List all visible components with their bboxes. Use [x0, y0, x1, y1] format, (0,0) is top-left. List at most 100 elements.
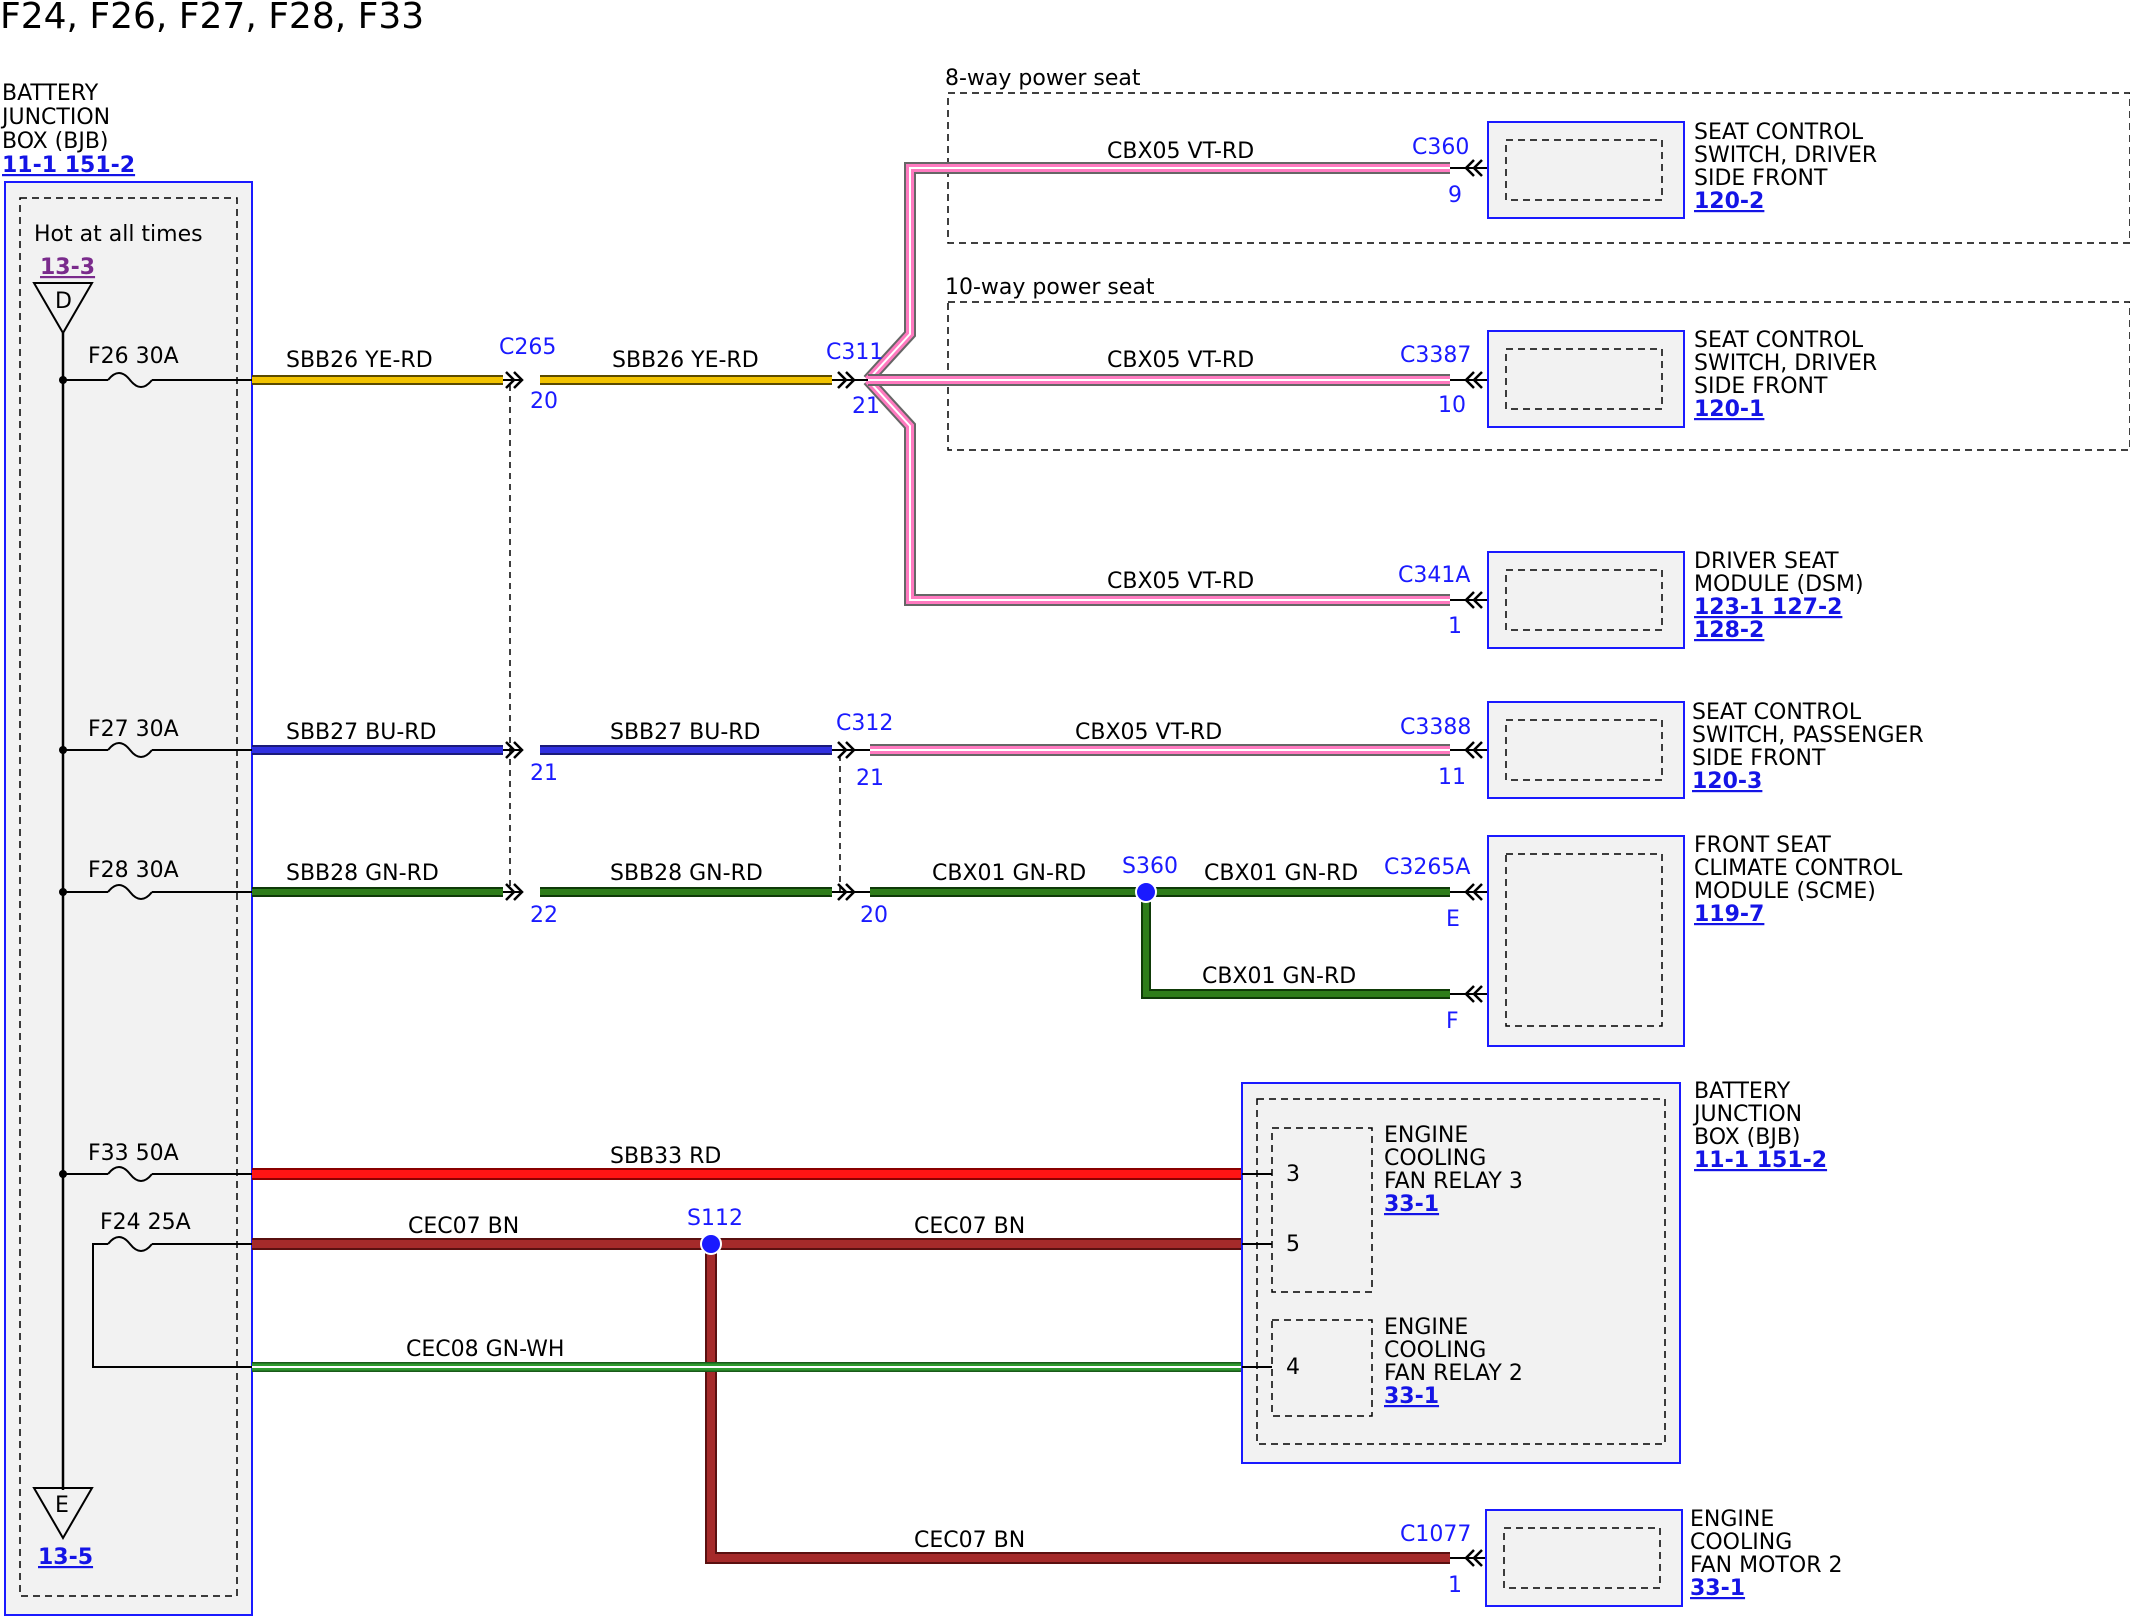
wire-label: CBX05 VT-RD	[1107, 348, 1254, 373]
bjb-name-2: JUNCTION	[0, 105, 110, 130]
wire-label: SBB27 BU-RD	[286, 720, 437, 745]
component-label: SIDE FRONT	[1692, 746, 1826, 771]
component-label: FRONT SEAT	[1694, 833, 1831, 858]
wire-label: CBX05 VT-RD	[1107, 139, 1254, 164]
bjb-ref[interactable]: 11-1 151-2	[2, 153, 135, 178]
wire-cbx01	[870, 887, 1450, 999]
fuse-icon	[107, 1166, 153, 1182]
component-label: SIDE FRONT	[1694, 166, 1828, 191]
bjb-inner-box	[19, 197, 238, 1597]
connector-c3265a: C3265A	[1384, 855, 1470, 880]
wire-label: CBX05 VT-RD	[1107, 569, 1254, 594]
component-label: SWITCH, DRIVER	[1694, 351, 1877, 376]
component-label: CLIMATE CONTROL	[1694, 856, 1903, 881]
component-ref[interactable]: 128-2	[1694, 618, 1764, 643]
fuse-f28: F28 30A	[88, 858, 179, 883]
component-label: SWITCH, PASSENGER	[1692, 723, 1924, 748]
pin: 11	[1438, 765, 1466, 790]
wire-label: SBB28 GN-RD	[286, 861, 439, 886]
wire-label: CBX01 GN-RD	[1204, 861, 1358, 886]
component-ref[interactable]: 33-1	[1690, 1576, 1745, 1601]
component-label: BOX (BJB)	[1694, 1125, 1801, 1150]
component-label: BATTERY	[1694, 1079, 1791, 1104]
component-label: MODULE (SCME)	[1694, 879, 1876, 904]
component-label: SEAT CONTROL	[1692, 700, 1862, 725]
splice-label-s360: S360	[1122, 854, 1178, 879]
component-box	[1487, 330, 1685, 428]
bjb-box	[4, 181, 253, 1616]
connector-c341a: C341A	[1398, 563, 1470, 588]
connector-c360: C360	[1412, 135, 1469, 160]
component-ref[interactable]: 120-1	[1694, 397, 1764, 422]
component-label: COOLING	[1690, 1530, 1792, 1555]
fuse-f33: F33 50A	[88, 1141, 179, 1166]
pin: 1	[1448, 1573, 1462, 1598]
option-8way: 8-way power seat	[945, 66, 1141, 91]
component-ref[interactable]: 123-1 127-2	[1694, 595, 1842, 620]
pin: 21	[530, 761, 558, 786]
option-8way-box	[947, 92, 2130, 244]
component-box	[1485, 1509, 1683, 1607]
component-ref[interactable]: 33-1	[1384, 1384, 1439, 1409]
pin: 9	[1448, 183, 1462, 208]
component-label: COOLING	[1384, 1146, 1486, 1171]
pin: 20	[860, 903, 888, 928]
component-label: ENGINE	[1384, 1123, 1468, 1148]
pin: 5	[1286, 1232, 1300, 1257]
component-label: SEAT CONTROL	[1694, 120, 1864, 145]
connector-c1077: C1077	[1400, 1522, 1471, 1547]
component-ref[interactable]: 120-3	[1692, 769, 1762, 794]
hot-label: Hot at all times	[34, 222, 203, 247]
component-box	[1241, 1082, 1681, 1464]
wire-label: SBB26 YE-RD	[286, 348, 433, 373]
component-label: SIDE FRONT	[1694, 374, 1828, 399]
component-ref[interactable]: 119-7	[1694, 902, 1764, 927]
splice-s112	[700, 1233, 722, 1255]
wire-label: CBX01 GN-RD	[1202, 964, 1356, 989]
component-label: COOLING	[1384, 1338, 1486, 1363]
hot-ref[interactable]: 13-3	[40, 255, 95, 280]
component-box	[1487, 551, 1685, 649]
pin: 10	[1438, 393, 1466, 418]
wire-cbx05-branch	[863, 162, 1450, 606]
component-label: FAN MOTOR 2	[1690, 1553, 1842, 1578]
pin: 22	[530, 903, 558, 928]
wire-label: CEC08 GN-WH	[406, 1337, 564, 1362]
tag-e-icon	[32, 1487, 94, 1540]
pin: 1	[1448, 614, 1462, 639]
component-label: DRIVER SEAT	[1694, 549, 1839, 574]
option-10way: 10-way power seat	[945, 275, 1155, 300]
wire-label: SBB26 YE-RD	[612, 348, 759, 373]
pin: 21	[852, 394, 880, 419]
component-label: FAN RELAY 3	[1384, 1169, 1523, 1194]
wire-label: SBB27 BU-RD	[610, 720, 761, 745]
fuse-icon	[107, 372, 153, 388]
relay3-box	[1271, 1127, 1373, 1293]
component-ref[interactable]: 120-2	[1694, 189, 1764, 214]
component-label: FAN RELAY 2	[1384, 1361, 1523, 1386]
wire-label: CBX01 GN-RD	[932, 861, 1086, 886]
component-label: JUNCTION	[1692, 1102, 1802, 1127]
fuse-f26: F26 30A	[88, 344, 179, 369]
component-ref[interactable]: 11-1 151-2	[1694, 1148, 1827, 1173]
pin: F	[1446, 1009, 1459, 1034]
connector-c311: C311	[826, 340, 883, 365]
fuse-icon	[107, 742, 153, 758]
bjb-name-3: BOX (BJB)	[2, 129, 109, 154]
tag-d: D	[55, 289, 72, 314]
wire-label: CEC07 BN	[408, 1214, 519, 1239]
bjb-name-1: BATTERY	[2, 81, 99, 106]
component-ref[interactable]: 33-1	[1384, 1192, 1439, 1217]
connector-arrow-icons	[505, 371, 856, 901]
fuse-f24: F24 25A	[100, 1210, 191, 1235]
connector-c312: C312	[836, 711, 893, 736]
fuse-f27: F27 30A	[88, 717, 179, 742]
tag-d-icon	[32, 282, 94, 335]
fuse-icon	[107, 1236, 153, 1252]
pin: 4	[1286, 1355, 1300, 1380]
connector-c265: C265	[499, 335, 556, 360]
wire-cec07	[252, 1238, 1450, 1564]
component-label: ENGINE	[1690, 1507, 1774, 1532]
bottom-ref[interactable]: 13-5	[38, 1545, 93, 1570]
